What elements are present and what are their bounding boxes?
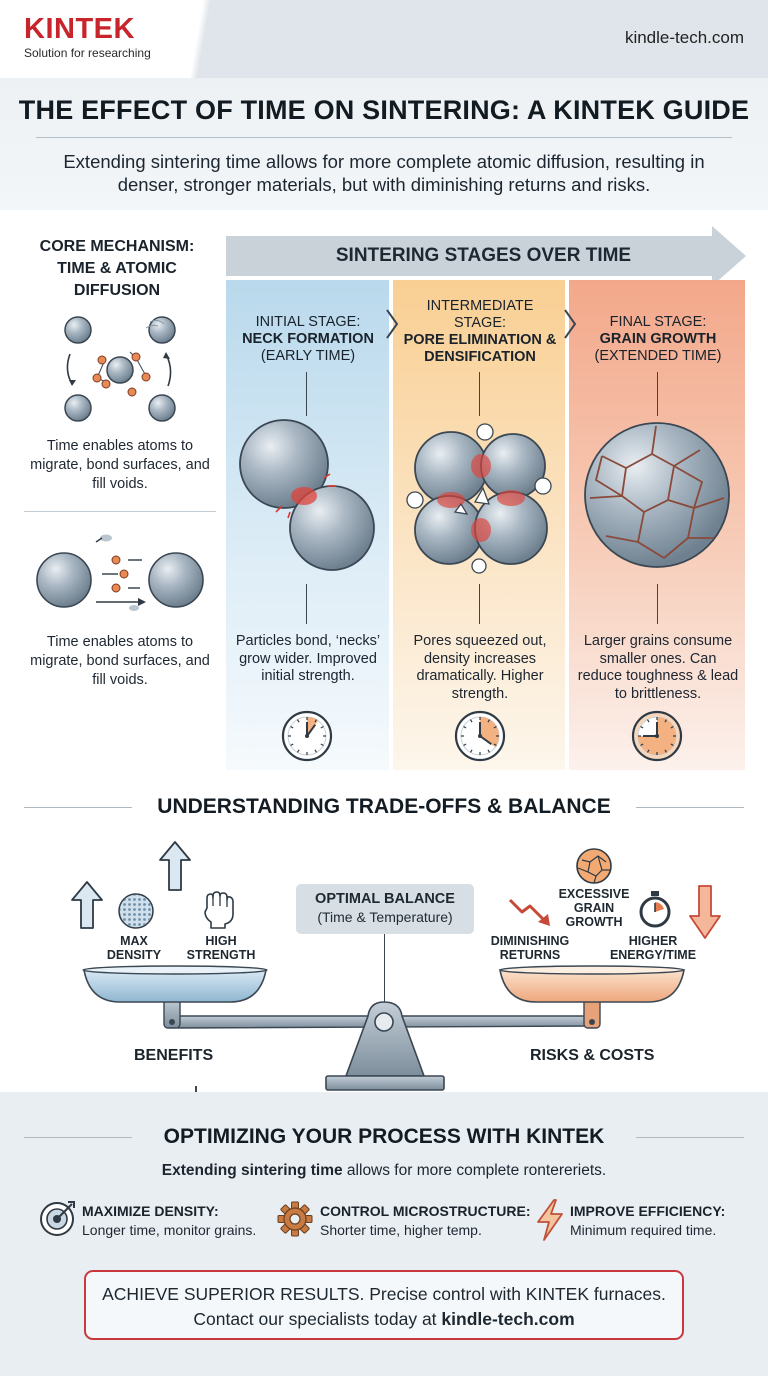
- tip-control-microstructure: CONTROL MICROSTRUCTURE: Shorter time, hi…: [320, 1203, 531, 1238]
- stage-desc-initial: Particles bond, ‘necks’ grow wider. Impr…: [235, 633, 381, 684]
- risks-costs-label: RISKS & COSTS: [530, 1047, 655, 1064]
- cta-line-2-text: Contact our specialists today at: [193, 1309, 442, 1329]
- core-title-line: CORE MECHANISM:: [39, 238, 195, 255]
- connector-line: [657, 372, 658, 416]
- site-url-link[interactable]: kindle-tech.com: [624, 28, 744, 47]
- brand-tagline: Solution for researching: [24, 46, 151, 60]
- stage-desc-final: Larger grains consume smaller ones. Can …: [577, 633, 739, 702]
- tip-text: Shorter time, higher temp.: [320, 1222, 482, 1238]
- section-rule: [24, 1137, 132, 1138]
- stage-heading-initial: INITIAL STAGE: NECK FORMATION (EARLY TIM…: [228, 314, 388, 365]
- gear-icon: [277, 1201, 313, 1237]
- chevron-right-icon: [564, 309, 577, 339]
- arrow-down-icon: [689, 885, 721, 939]
- clock-late-icon: [631, 710, 683, 762]
- stage-post: (EARLY TIME): [260, 348, 356, 364]
- stages-arrow-label: SINTERING STAGES OVER TIME: [335, 245, 632, 266]
- optimize-subtitle-bold: Extending sintering time: [161, 1162, 343, 1179]
- clock-early-icon: [281, 710, 333, 762]
- stage-name: PORE ELIMINATION & DENSIFICATION: [403, 332, 557, 365]
- tip-text: Longer time, monitor grains.: [82, 1222, 257, 1238]
- section-rule: [24, 807, 132, 808]
- lightning-icon: [537, 1199, 563, 1241]
- core-title-line: TIME & ATOMIC: [57, 260, 177, 277]
- stopwatch-icon: [639, 891, 671, 928]
- connector-line: [306, 584, 307, 624]
- cta-line-2: Contact our specialists today at kindle-…: [86, 1309, 682, 1330]
- clock-elapsed-wedge: [480, 717, 500, 748]
- stage-heading-final: FINAL STAGE: GRAIN GROWTH (EXTENDED TIME…: [577, 314, 739, 365]
- arrow-up-icon: [71, 881, 103, 929]
- core-text-1: Time enables atoms to migrate, bond surf…: [30, 438, 210, 492]
- tradeoffs-title: UNDERSTANDING TRADE-OFFS & BALANCE: [157, 795, 611, 818]
- density-mesh-icon: [118, 893, 154, 929]
- risk-label-grain: EXCESSIVE GRAIN GROWTH: [558, 887, 630, 929]
- pore-elimination-illustration: [406, 423, 552, 574]
- stage-heading-intermediate: INTERMEDIATE STAGE: PORE ELIMINATION & D…: [402, 298, 558, 366]
- time-arrow-icon: [226, 226, 746, 286]
- tip-title: MAXIMIZE DENSITY:: [82, 1203, 219, 1219]
- trend-down-icon: [508, 898, 550, 926]
- section-rule: [636, 807, 744, 808]
- benefits-label: BENEFITS: [134, 1047, 214, 1064]
- tip-improve-efficiency: IMPROVE EFFICIENCY: Minimum required tim…: [570, 1203, 725, 1238]
- tip-maximize-density: MAXIMIZE DENSITY: Longer time, monitor g…: [82, 1203, 256, 1238]
- core-mechanism-title: CORE MECHANISM: TIME & ATOMIC DIFFUSION: [22, 236, 212, 302]
- connector-line: [479, 584, 480, 624]
- stage-pre: FINAL STAGE:: [609, 314, 707, 330]
- stage-post: (EXTENDED TIME): [594, 348, 722, 364]
- connector-line: [657, 584, 658, 624]
- benefit-label-density: MAX DENSITY: [106, 934, 162, 962]
- neck-formation-illustration: [239, 419, 375, 571]
- core-divider: [24, 511, 216, 512]
- arrow-up-icon: [159, 841, 191, 891]
- atomic-diffusion-icon: [64, 316, 176, 422]
- section-rule: [636, 1137, 744, 1138]
- optimize-subtitle: Extending sintering time allows for more…: [0, 1162, 768, 1180]
- brand-logo[interactable]: KINTEK Solution for researching: [24, 14, 151, 60]
- connector-line: [479, 372, 480, 416]
- target-icon: [40, 1201, 75, 1236]
- tip-title: CONTROL MICROSTRUCTURE:: [320, 1203, 531, 1219]
- balance-pointer-line: [384, 934, 385, 1004]
- cta-line-1: ACHIEVE SUPERIOR RESULTS. Precise contro…: [102, 1284, 666, 1304]
- stage-desc-intermediate: Pores squeezed out, density increases dr…: [413, 633, 547, 702]
- balance-subtitle: (Time & Temperature): [317, 909, 453, 925]
- strength-fist-icon: [204, 891, 234, 929]
- clock-mid-icon: [454, 710, 506, 762]
- stage-pre: INTERMEDIATE STAGE:: [426, 298, 534, 331]
- risk-label-energy: HIGHER ENERGY/TIME: [609, 934, 697, 962]
- chevron-right-icon: [386, 309, 399, 339]
- header-bar: [0, 0, 768, 78]
- stage-name: NECK FORMATION: [242, 331, 374, 347]
- balance-title: OPTIMAL BALANCE: [315, 891, 455, 907]
- cta-link[interactable]: kindle-tech.com: [441, 1309, 575, 1329]
- intro-text: Extending sintering time allows for more…: [63, 151, 705, 195]
- balance-scale-illustration: [82, 965, 685, 1094]
- tip-title: IMPROVE EFFICIENCY:: [570, 1203, 726, 1219]
- benefit-label-strength: HIGH STRENGTH: [186, 934, 256, 962]
- connector-line: [306, 372, 307, 416]
- page-title: THE EFFECT OF TIME ON SINTERING: A KINTE…: [18, 95, 750, 125]
- core-title-line: DIFFUSION: [73, 282, 161, 299]
- optimize-subtitle-rest: allows for more complete rontereriets.: [342, 1162, 607, 1179]
- brand-name: KINTEK: [24, 13, 135, 45]
- optimize-title: OPTIMIZING YOUR PROCESS WITH KINTEK: [163, 1125, 605, 1148]
- cta-box[interactable]: ACHIEVE SUPERIOR RESULTS. Precise contro…: [84, 1270, 684, 1340]
- optimal-balance-box: OPTIMAL BALANCE (Time & Temperature): [296, 884, 474, 934]
- grain-icon: [576, 848, 612, 884]
- core-text-2: Time enables atoms to migrate, bond surf…: [30, 634, 210, 688]
- stage-pre: INITIAL STAGE:: [255, 314, 361, 330]
- stage-name: GRAIN GROWTH: [599, 331, 717, 347]
- grain-growth-illustration: [584, 422, 730, 568]
- atom-migration-icon: [36, 534, 204, 611]
- title-divider: [36, 137, 732, 138]
- risk-label-returns: DIMINISHING RETURNS: [490, 934, 570, 962]
- tip-text: Minimum required time.: [570, 1222, 717, 1238]
